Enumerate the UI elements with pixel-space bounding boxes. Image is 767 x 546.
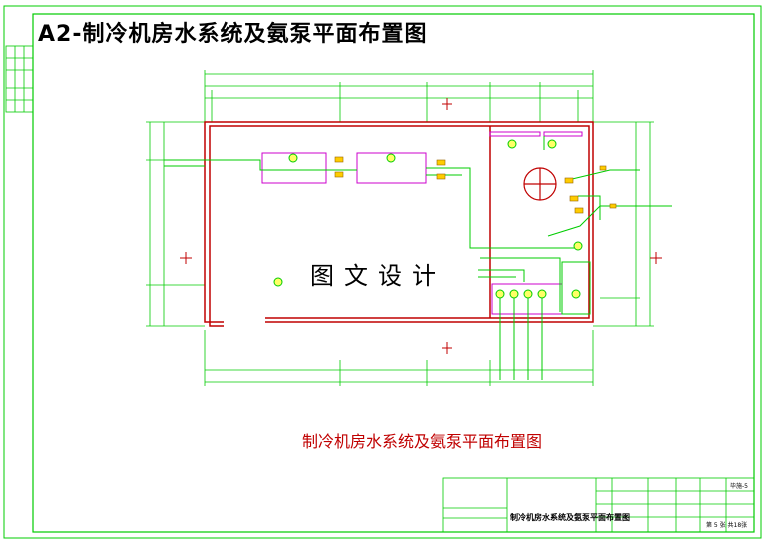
axis-markers	[180, 98, 662, 354]
title-block-drawing-name: 制冷机房水系统及氨泵平面布置图	[510, 513, 630, 522]
watermark-text: 图文设计	[310, 262, 446, 290]
title-block-sheet-number: 第 5 张 共18张	[706, 522, 748, 529]
inner-frame	[32, 13, 755, 533]
dimension-lines	[146, 70, 654, 386]
binding-strip	[5, 45, 34, 113]
drawing-caption: 制冷机房水系统及氨泵平面布置图	[302, 432, 543, 451]
drawing-title: A2-制冷机房水系统及氨泵平面布置图	[38, 22, 428, 47]
outer-border	[3, 5, 762, 539]
ammonia-receiver	[523, 167, 557, 201]
title-block-drawing-code: 毕施-5	[730, 483, 748, 490]
room-walls	[204, 121, 594, 327]
title-block	[442, 477, 755, 533]
pump-fittings	[273, 139, 583, 299]
valves	[334, 156, 617, 214]
